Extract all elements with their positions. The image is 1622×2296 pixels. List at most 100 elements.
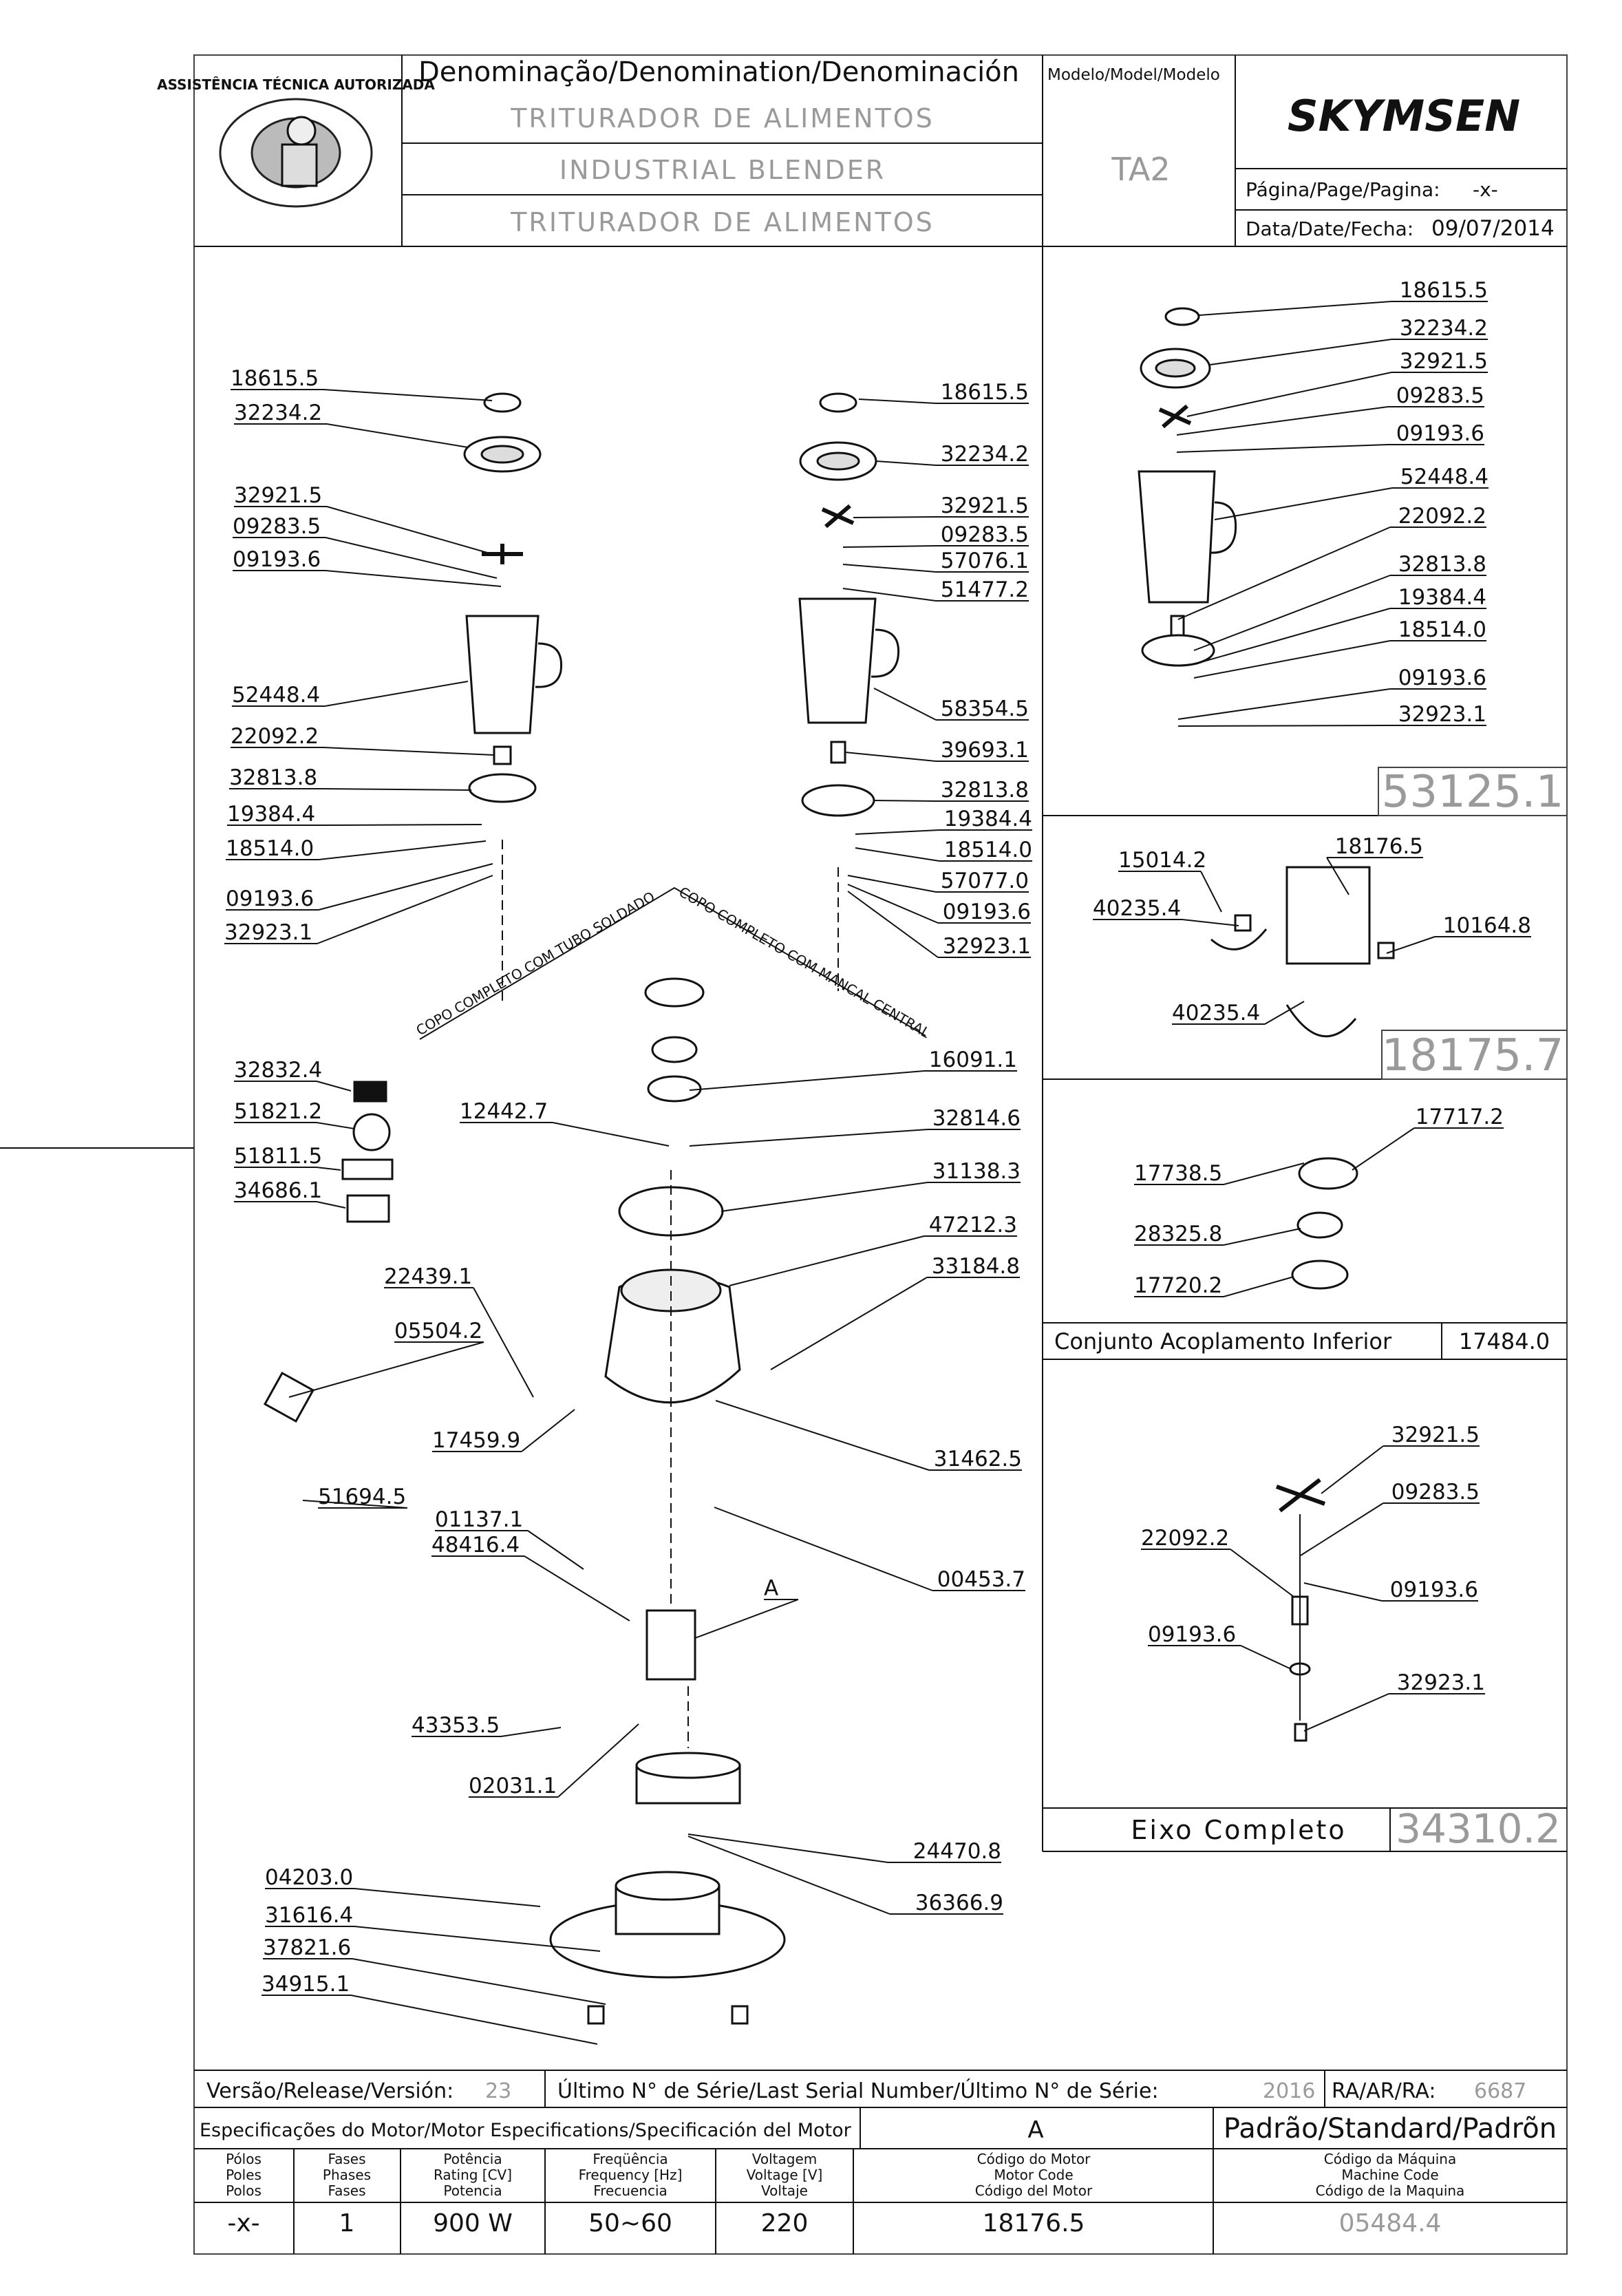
spec-value: 50~60	[588, 2209, 672, 2237]
leader-line	[687, 1833, 888, 1863]
leader-line	[325, 537, 498, 579]
leader-line	[689, 1070, 925, 1091]
part-number-label: 05504.2	[394, 1319, 482, 1343]
leader-line	[500, 1727, 562, 1737]
part-number-label: 09193.6	[226, 886, 314, 911]
spec-column-header: Fases	[328, 2182, 365, 2199]
part-number-label: 34686.1	[234, 1178, 322, 1203]
part-number-label: 52448.4	[1400, 465, 1488, 489]
leader-line	[326, 506, 493, 555]
part-number-label: 19384.4	[944, 807, 1032, 831]
leader-line	[1209, 339, 1392, 365]
part-number-label: 51821.2	[234, 1099, 322, 1124]
spec-column-header: Voltage [V]	[747, 2167, 823, 2183]
spec-column-header: Código do Motor	[977, 2151, 1091, 2167]
leader-line	[847, 891, 939, 958]
part-number-label: 32813.8	[1398, 552, 1486, 577]
part-number-label: 22092.2	[1398, 504, 1486, 529]
cup-caption-bracket	[419, 886, 926, 1040]
part-number-label: 17720.2	[1134, 1273, 1222, 1298]
leader-line	[1177, 527, 1391, 620]
footer-table: Versão/Release/Versión: 23 Último N° de …	[200, 2078, 1557, 2237]
leader-line	[1303, 1693, 1389, 1732]
panel-shaft-title: Eixo Completo	[1131, 1815, 1346, 1845]
part-number-label: 31616.4	[265, 1903, 353, 1928]
part-number-label: 52448.4	[232, 683, 320, 708]
part-number-label: 19384.4	[227, 802, 315, 827]
part-number-label: 09283.5	[1396, 383, 1484, 408]
leader-line	[350, 1995, 598, 2045]
leader-line	[770, 1277, 928, 1370]
leader-line	[354, 1888, 541, 1907]
leader-line	[1193, 640, 1391, 679]
leader-line	[1223, 1162, 1305, 1185]
spec-column-header: Machine Code	[1341, 2167, 1438, 2183]
part-number-label: 32923.1	[1398, 702, 1486, 727]
part-number-label: 17738.5	[1134, 1161, 1222, 1186]
part-number-label: 51477.2	[941, 577, 1029, 602]
panel-shaft-code: 34310.2	[1396, 1805, 1561, 1852]
leader-line	[288, 1341, 484, 1398]
leader-line	[847, 875, 937, 893]
sheet-frame	[193, 54, 1568, 2255]
leader-line	[875, 460, 937, 466]
part-number-label: 12442.7	[460, 1099, 548, 1124]
leader-line	[873, 800, 937, 802]
spec-column-header: Código da Máquina	[1324, 2151, 1456, 2167]
model-value: TA2	[1111, 151, 1170, 188]
leader-line	[1176, 406, 1389, 436]
main-part-labels: 18615.532234.232921.509283.509193.652448…	[224, 366, 1032, 2045]
spec-column-header: Voltaje	[761, 2182, 808, 2199]
part-number-label: A	[764, 1576, 778, 1601]
leader-line	[352, 1958, 606, 2005]
part-number-label: 18615.5	[941, 380, 1029, 405]
leader-line	[721, 1182, 928, 1212]
main-part-drawings	[263, 392, 900, 2025]
leader-line	[316, 1081, 352, 1092]
part-number-label: 40235.4	[1172, 1001, 1260, 1025]
product-name-es: TRITURADOR DE ALIMENTOS	[510, 207, 935, 237]
authorized-service-seal: ASSISTÊNCIA TÉCNICA AUTORIZADA	[157, 76, 435, 208]
part-number-label: 17717.2	[1416, 1105, 1504, 1129]
part-number-label: 09193.6	[1398, 666, 1486, 690]
part-number-label: 32921.5	[1400, 349, 1488, 374]
leader-line	[321, 788, 472, 791]
part-number-label: 09283.5	[1391, 1480, 1480, 1505]
leader-line	[1264, 1001, 1305, 1025]
leader-line	[325, 570, 502, 587]
ra-label: RA/AR/RA:	[1332, 2079, 1436, 2103]
leader-line	[1223, 1276, 1294, 1297]
leader-line	[715, 1400, 930, 1471]
part-number-label: 32234.2	[941, 442, 1029, 467]
leader-line	[527, 1530, 584, 1570]
brand-logo: SKYMSEN	[1288, 91, 1520, 141]
part-number-label: 18615.5	[1400, 278, 1488, 303]
part-number-label: 57077.0	[941, 869, 1029, 893]
part-number-label: 01137.1	[435, 1507, 523, 1532]
part-number-label: 09193.6	[233, 547, 321, 572]
spec-column-header: Freqüência	[593, 2151, 668, 2167]
leader-line	[302, 1500, 408, 1509]
part-number-label: 17459.9	[432, 1428, 520, 1453]
leader-line	[557, 1723, 639, 1798]
part-number-label: 15014.2	[1118, 848, 1206, 873]
panel-motor-code: 18175.7	[1382, 1030, 1564, 1081]
date-value: 09/07/2014	[1431, 216, 1555, 241]
leader-line	[316, 1122, 355, 1129]
part-number-label: 19384.4	[1398, 585, 1486, 610]
leader-line	[694, 1599, 799, 1639]
page-value: -x-	[1473, 178, 1498, 201]
part-number-label: 32234.2	[234, 401, 322, 425]
part-number-label: 09283.5	[941, 522, 1029, 547]
leader-line	[316, 1201, 346, 1209]
leader-line	[855, 829, 940, 835]
part-number-label: 31462.5	[934, 1447, 1022, 1471]
spec-column-header: Frecuencia	[593, 2182, 668, 2199]
part-number-label: 16091.1	[929, 1048, 1017, 1072]
spec-column-header: Rating [CV]	[434, 2167, 512, 2183]
leader-line	[1300, 1502, 1384, 1556]
part-number-label: 32813.8	[229, 765, 317, 790]
part-number-label: 32813.8	[941, 778, 1029, 802]
part-number-label: 32234.2	[1400, 316, 1488, 341]
part-number-label: 09193.6	[1390, 1577, 1478, 1602]
